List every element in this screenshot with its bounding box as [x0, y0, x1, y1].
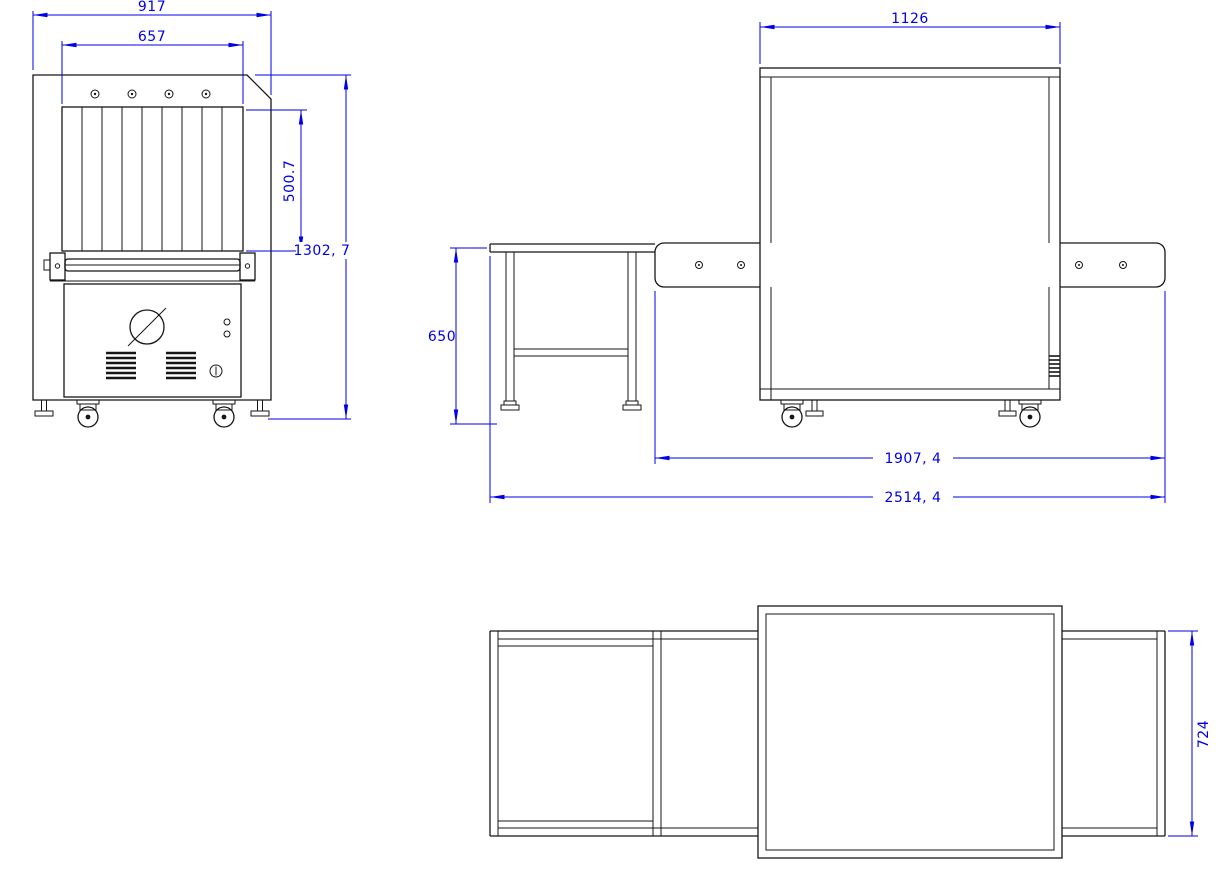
dim-text-machine-length: 1907, 4: [885, 451, 942, 467]
side-body: [759, 67, 1061, 401]
front-casters: [76, 399, 236, 428]
caster-wheel: [213, 406, 235, 428]
control-knob: [129, 309, 165, 345]
caster-wheel: [781, 406, 803, 428]
dim-text-overall-height: 1302, 7: [294, 243, 351, 259]
dim-text-tunnel-height: 500.7: [282, 160, 298, 203]
dim-text-overall-width: 917: [138, 0, 166, 15]
dim-side-machine-length: 1907, 4: [654, 291, 1166, 503]
dim-side-body-length: 1126: [759, 11, 1061, 64]
indicator-small-top: [223, 318, 231, 326]
indicator-small-bottom: [223, 330, 231, 338]
vent-grille-left: [106, 351, 136, 380]
top-view: 724: [489, 605, 1212, 859]
dim-top-overall-depth: 724: [1168, 630, 1212, 837]
dim-front-tunnel-height: 500.7: [246, 109, 307, 252]
top-exit-conveyor: [1062, 630, 1166, 837]
vent-grille-right: [166, 351, 196, 380]
dim-text-tunnel-width: 657: [138, 29, 166, 45]
control-panel: [63, 283, 242, 398]
dim-text-overall-depth: 724: [1196, 720, 1212, 748]
tunnel-curtain: [61, 106, 244, 252]
dim-front-tunnel-width: 657: [61, 29, 244, 104]
indicator-lights: [90, 89, 211, 99]
conveyor-roller: [43, 252, 256, 282]
top-body-outline: [757, 605, 1063, 859]
dim-text-overall-length: 2514, 4: [885, 490, 942, 506]
dim-front-overall-width: 917: [32, 0, 272, 95]
side-vent-grille: [1049, 355, 1060, 377]
entry-conveyor-cover: [654, 242, 760, 288]
dim-text-conveyor-height: 650: [428, 329, 456, 345]
top-body: [757, 605, 1063, 859]
dim-front-overall-height: 1302, 7: [255, 74, 351, 420]
dim-side-conveyor-height: 650: [428, 247, 497, 425]
key-switch: [209, 364, 223, 378]
dim-side-overall-length: 2514, 4: [489, 256, 1165, 506]
side-body-outline: [759, 67, 1061, 401]
roller-table: [489, 243, 655, 411]
top-entry-conveyor: [489, 630, 758, 837]
exit-conveyor-cover: [1060, 242, 1166, 288]
caster-wheel: [77, 406, 99, 428]
front-leveling-feet: [34, 399, 270, 417]
dim-text-body-length: 1126: [891, 11, 929, 27]
side-view: 1126 650 1907, 4 2514, 4: [428, 11, 1166, 506]
side-casters-feet: [780, 399, 1042, 428]
front-body-outline: [32, 74, 272, 401]
front-view: 917 657 500.7 1302, 7: [32, 0, 351, 428]
caster-wheel: [1019, 406, 1041, 428]
